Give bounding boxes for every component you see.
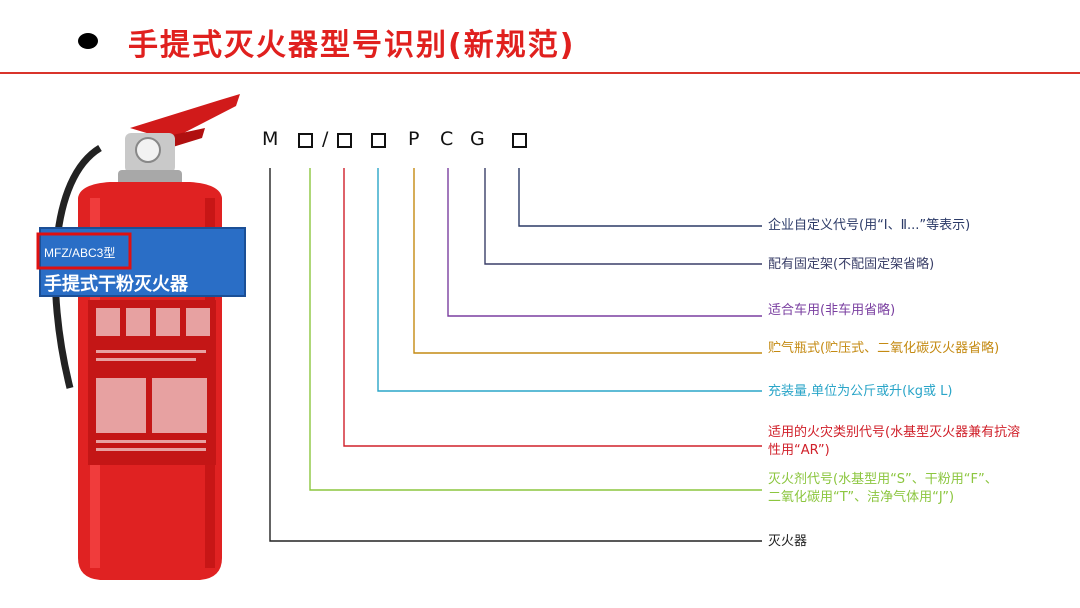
- label-fire-class: 适用的火灾类别代号(水基型灭火器兼有抗溶 性用“AR”): [768, 424, 1020, 460]
- title-bullet: [78, 33, 98, 49]
- line-fire-class: [343, 168, 762, 447]
- code-letter-c: C: [440, 128, 454, 150]
- label-fixed-frame: 配有固定架(不配固定架省略): [768, 257, 935, 272]
- code-box-custom: [512, 133, 527, 148]
- label-agent-line2: 二氧化碳用“T”、洁净气体用“J”): [768, 490, 955, 505]
- label-custom-code: 企业自定义代号(用“Ⅰ、Ⅱ...”等表示): [768, 218, 971, 233]
- label-cylinder: 贮气瓶式(贮压式、二氧化碳灭火器省略): [768, 341, 1000, 356]
- line-vehicle: [447, 168, 762, 317]
- line-cylinder: [413, 168, 762, 354]
- label-agent: 灭火剂代号(水基型用“S”、干粉用“F”、 二氧化碳用“T”、洁净气体用“J”): [768, 471, 998, 507]
- label-agent-line1: 灭火剂代号(水基型用“S”、干粉用“F”、: [768, 472, 998, 487]
- model-tag: MFZ/ABC3型: [44, 246, 115, 260]
- band-text: 手提式干粉灭火器: [44, 273, 189, 295]
- line-custom-code: [518, 168, 762, 227]
- code-slash: /: [322, 128, 329, 150]
- label-extinguisher: 灭火器: [768, 534, 808, 549]
- fire-extinguisher-image: MFZ/ABC3型 手提式干粉灭火器: [36, 94, 246, 580]
- code-box-charge: [371, 133, 386, 148]
- code-box-fire-class: [337, 133, 352, 148]
- line-fixed-frame: [484, 168, 762, 265]
- label-fire-class-line2: 性用“AR”): [768, 443, 830, 458]
- label-fire-class-line1: 适用的火灾类别代号(水基型灭火器兼有抗溶: [768, 425, 1021, 440]
- label-vehicle: 适合车用(非车用省略): [768, 303, 896, 318]
- title-divider: [0, 72, 1080, 74]
- line-extinguisher: [269, 168, 762, 542]
- slide-title: 手提式灭火器型号识别(新规范): [128, 28, 576, 63]
- line-agent: [309, 168, 762, 491]
- label-charge: 充装量,单位为公斤或升(kg或 L): [768, 384, 953, 399]
- line-charge: [377, 168, 762, 392]
- code-letter-p: P: [408, 128, 420, 150]
- code-letter-m: M: [262, 128, 279, 150]
- code-letter-g: G: [470, 128, 485, 150]
- code-box-agent: [298, 133, 313, 148]
